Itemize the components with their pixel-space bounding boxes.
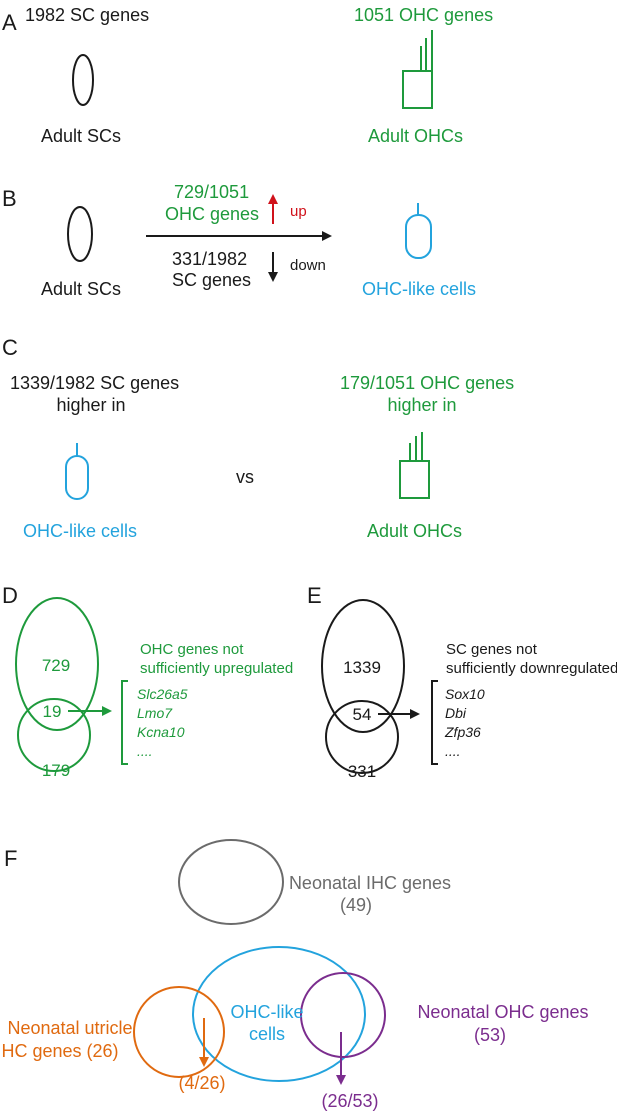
neonatal-ihc-circle bbox=[178, 839, 284, 925]
neonatal-ihc-label: Neonatal IHC genes bbox=[289, 873, 451, 893]
panel-b-letter: B bbox=[2, 186, 17, 211]
panel-c-left-count: 1339/1982 SC genes bbox=[10, 373, 179, 393]
panel-d-gene: Lmo7 bbox=[137, 705, 173, 721]
panel-e-letter: E bbox=[307, 583, 322, 608]
neonatal-ihc-count: (49) bbox=[340, 895, 372, 915]
panel-c-vs: vs bbox=[236, 467, 254, 487]
adult-ohc-cell-icon-c bbox=[399, 432, 430, 499]
venn-d-bottom-circle bbox=[17, 698, 91, 772]
panel-d-note-line2: sufficiently upregulated bbox=[140, 660, 293, 677]
panel-d-bracket bbox=[121, 680, 128, 765]
neonatal-utricle-label: Neonatal utricle bbox=[7, 1018, 132, 1038]
panel-d-letter: D bbox=[2, 583, 18, 608]
panel-d-gene: .... bbox=[137, 743, 153, 759]
venn-e-overlap-value: 54 bbox=[353, 705, 372, 724]
panel-c-right-higher: higher in bbox=[387, 395, 456, 415]
panel-e-gene: Sox10 bbox=[445, 686, 485, 702]
adult-sc-cell-icon-b bbox=[67, 206, 93, 262]
panel-b-down-genes: SC genes bbox=[172, 270, 251, 290]
ohc-like-label: OHC-like bbox=[230, 1002, 303, 1022]
panel-a-letter: A bbox=[2, 10, 17, 35]
venn-d-bottom-value: 179 bbox=[42, 761, 70, 780]
panel-e-gene: .... bbox=[445, 743, 461, 759]
panel-a-ohc-label: Adult OHCs bbox=[368, 126, 463, 146]
panel-c-left-higher: higher in bbox=[56, 395, 125, 415]
adult-sc-cell-icon bbox=[72, 54, 94, 106]
panel-e-note-line1: SC genes not bbox=[446, 641, 538, 658]
panel-b-up-count: 729/1051 bbox=[174, 182, 249, 202]
adult-ohc-cell-icon bbox=[402, 30, 433, 109]
panel-c-ohclike-label: OHC-like cells bbox=[23, 521, 137, 541]
panel-f-letter: F bbox=[4, 846, 17, 871]
panel-e-gene: Zfp36 bbox=[444, 724, 481, 740]
ohc-like-cell-icon-b bbox=[405, 203, 432, 259]
panel-e-gene: Dbi bbox=[445, 705, 467, 721]
neonatal-ohc-label: Neonatal OHC genes bbox=[417, 1002, 588, 1022]
panel-b-down-label: down bbox=[290, 257, 326, 274]
ohc-like-label-line2: cells bbox=[249, 1024, 285, 1044]
panel-c-right-count: 179/1051 OHC genes bbox=[340, 373, 514, 393]
venn-d-top-value: 729 bbox=[42, 656, 70, 675]
panel-b-down-count: 331/1982 bbox=[172, 249, 247, 269]
panel-b-up-genes: OHC genes bbox=[165, 204, 259, 224]
panel-a-ohc-genes: 1051 OHC genes bbox=[354, 5, 493, 25]
neonatal-ohc-circle bbox=[300, 972, 386, 1058]
utricle-overlap-value: (4/26) bbox=[178, 1073, 225, 1093]
neonatal-utricle-count: HC genes (26) bbox=[1, 1041, 118, 1061]
ohc-like-cell-icon-c bbox=[65, 443, 89, 500]
venn-e-top-circle bbox=[321, 599, 405, 733]
venn-e-top-value: 1339 bbox=[343, 658, 381, 677]
panel-d-note-line1: OHC genes not bbox=[140, 641, 244, 658]
panel-c-letter: C bbox=[2, 335, 18, 360]
venn-e-bottom-circle bbox=[325, 700, 399, 774]
venn-d-overlap-value: 19 bbox=[43, 702, 62, 721]
panel-a-sc-genes: 1982 SC genes bbox=[25, 5, 149, 25]
venn-e-bottom-value: 331 bbox=[348, 762, 376, 781]
panel-c-ohc-label: Adult OHCs bbox=[367, 521, 462, 541]
neonatal-utricle-circle bbox=[133, 986, 225, 1078]
venn-d-top-circle bbox=[15, 597, 99, 731]
panel-b-ohclike-label: OHC-like cells bbox=[362, 279, 476, 299]
panel-b-sc-label: Adult SCs bbox=[41, 279, 121, 299]
panel-e-note-line2: sufficiently downregulated bbox=[446, 660, 617, 677]
panel-d-gene: Slc26a5 bbox=[137, 686, 188, 702]
panel-b-up-label: up bbox=[290, 203, 307, 220]
panel-d-gene: Kcna10 bbox=[137, 724, 185, 740]
ohc-like-cells-circle bbox=[192, 946, 366, 1082]
neonatal-ohc-count: (53) bbox=[474, 1025, 506, 1045]
panel-e-bracket bbox=[431, 680, 438, 765]
ohc-overlap-value: (26/53) bbox=[321, 1091, 378, 1111]
panel-a-sc-label: Adult SCs bbox=[41, 126, 121, 146]
